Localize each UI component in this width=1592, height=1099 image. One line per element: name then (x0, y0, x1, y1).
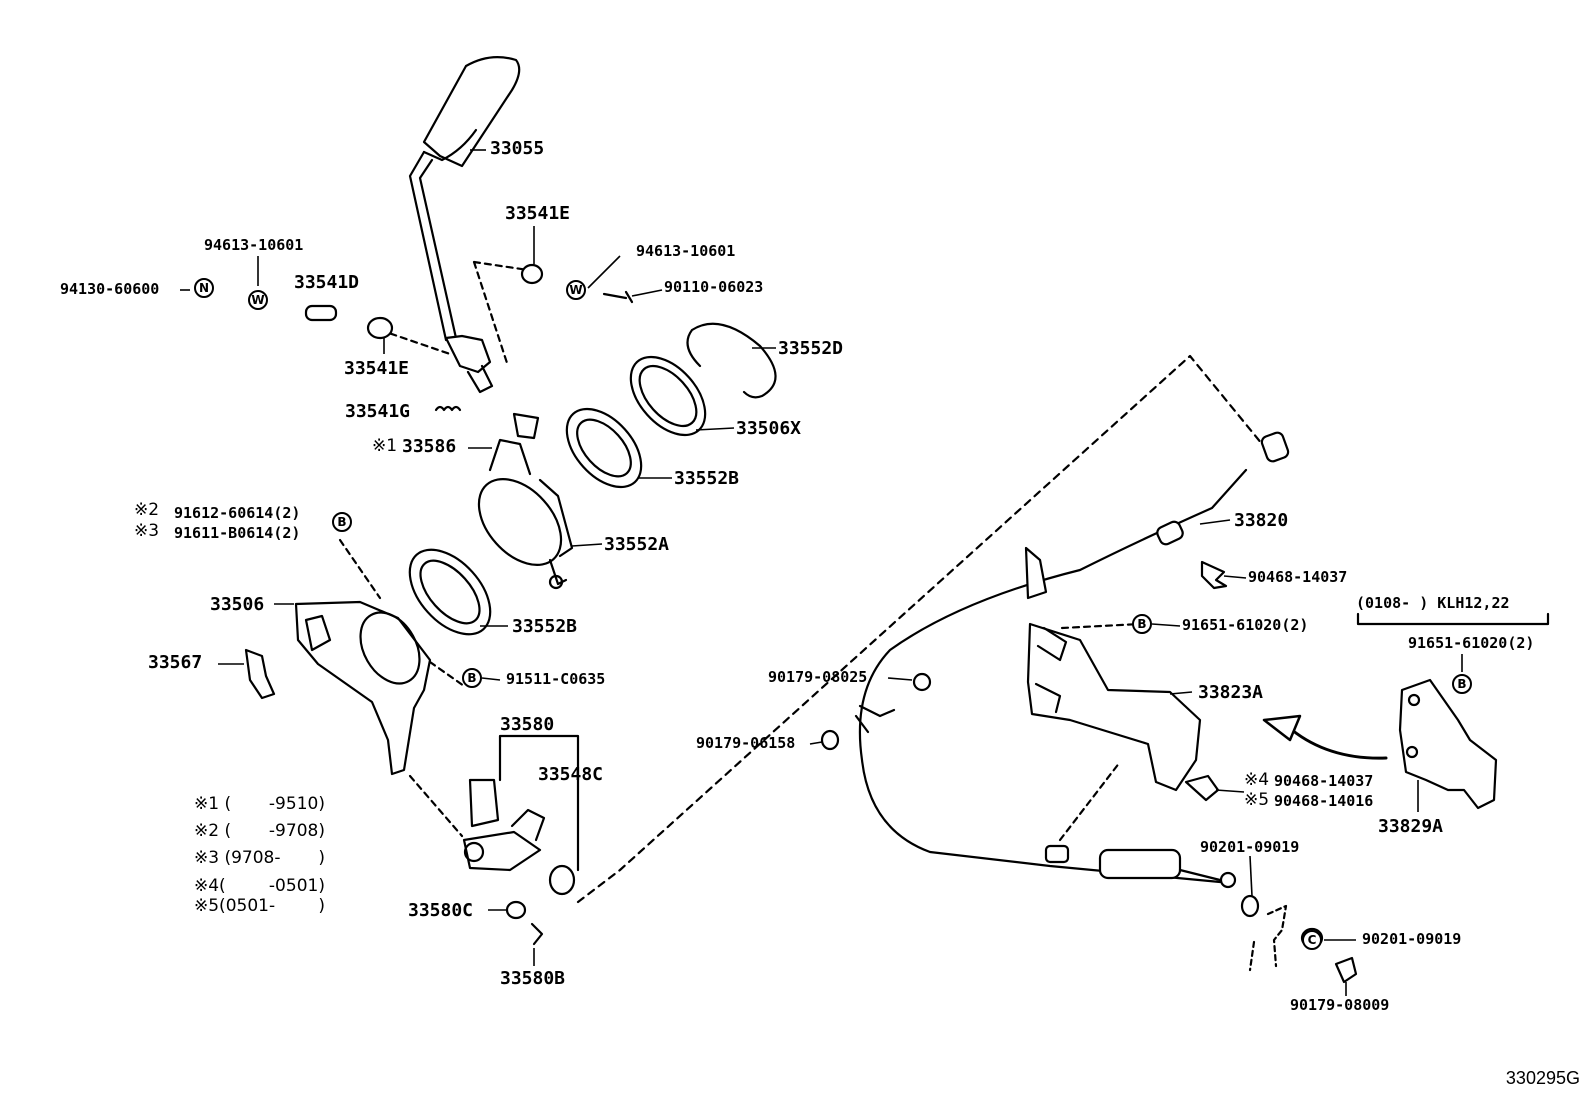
part-label-33506: 33506 (210, 594, 265, 615)
note-mark-3: ※3 (134, 521, 160, 541)
part-label-94130-60600: 94130-60600 (60, 280, 160, 298)
small-parts-drawing (304, 263, 634, 440)
housing-33506-drawing (294, 600, 432, 776)
b-symbol-icon: B (1452, 674, 1472, 694)
legend-note-1: ※1 ( -9510) (194, 794, 325, 814)
part-label-33580: 33580 (500, 714, 555, 735)
part-label-33548C: 33548C (538, 764, 604, 785)
legend-note-5: ※5(0501- ) (194, 896, 325, 916)
bracket-33552A-drawing (477, 438, 574, 590)
part-label-91651-61020: 91651-61020(2) (1408, 634, 1535, 652)
b-symbol-icon: B (462, 668, 482, 688)
part-label-33586: 33586 (402, 436, 457, 457)
part-label-91611-B0614: 91611-B0614(2) (174, 524, 301, 542)
part-label-90179-08025: 90179-08025 (768, 668, 868, 686)
legend-note-4: ※4( -0501) (194, 876, 325, 896)
part-label-90468-14016: 90468-14016 (1274, 792, 1374, 810)
part-label-94613-10601: 94613-10601 (204, 236, 304, 254)
part-label-33820: 33820 (1234, 510, 1289, 531)
legend-note-2: ※2 ( -9708) (194, 821, 325, 841)
part-label-90110-06023: 90110-06023 (664, 278, 764, 296)
part-label-90179-08009: 90179-08009 (1290, 996, 1390, 1014)
part-label-90179-06158: 90179-06158 (696, 734, 796, 752)
b-symbol-icon: B (1132, 614, 1152, 634)
part-label-33823A: 33823A (1198, 682, 1264, 703)
part-label-90201-09019: 90201-09019 (1200, 838, 1300, 856)
note-mark-5: ※5 (1244, 790, 1270, 810)
note-mark-1: ※1 (372, 436, 398, 456)
part-label-33567: 33567 (148, 652, 203, 673)
bracket-33829A-drawing (1356, 612, 1550, 810)
part-label-90468-14037: 90468-14037 (1274, 772, 1374, 790)
part-label-94613-10601: 94613-10601 (636, 242, 736, 260)
shift-lever-drawing (408, 55, 521, 394)
part-label-33552A: 33552A (604, 534, 670, 555)
part-label-33829A: 33829A (1378, 816, 1444, 837)
part-label-33552B: 33552B (512, 616, 578, 637)
part-label-91511-C0635: 91511-C0635 (506, 670, 606, 688)
part-label-33506X: 33506X (736, 418, 802, 439)
note-mark-4: ※4 (1244, 770, 1270, 790)
part-label-33541E: 33541E (505, 203, 571, 224)
legend-note-3: ※3 (9708- ) (194, 848, 325, 868)
bracket-33823A-drawing (1026, 622, 1202, 792)
part-label-91651-61020: 91651-61020(2) (1182, 616, 1309, 634)
part-label-33055: 33055 (490, 138, 545, 159)
note-mark-2: ※2 (134, 500, 160, 520)
part-label-33541D: 33541D (294, 272, 360, 293)
n-symbol-icon: N (194, 278, 214, 298)
c-symbol-icon: C (1302, 930, 1322, 950)
part-label-33552B: 33552B (674, 468, 740, 489)
leader-lines (180, 149, 1463, 996)
part-label-33580B: 33580B (500, 968, 566, 989)
b-symbol-icon: B (332, 512, 352, 532)
w-symbol-icon: W (566, 280, 586, 300)
part-label-33541G: 33541G (345, 401, 411, 422)
figure-code: 330295G (1505, 1068, 1580, 1088)
part-label-90468-14037: 90468-14037 (1248, 568, 1348, 586)
part-label-33580C: 33580C (408, 900, 474, 921)
variant-label: (0108- ) KLH12,22 (1356, 594, 1510, 612)
lever-33580-drawing (462, 734, 580, 896)
part-label-33541E: 33541E (344, 358, 410, 379)
part-label-91612-60614: 91612-60614(2) (174, 504, 301, 522)
part-label-33552D: 33552D (778, 338, 844, 359)
w-symbol-icon: W (248, 290, 268, 310)
cable-33820-drawing (854, 431, 1290, 889)
rings-drawing (408, 322, 777, 636)
part-label-90201-09019: 90201-09019 (1362, 930, 1462, 948)
